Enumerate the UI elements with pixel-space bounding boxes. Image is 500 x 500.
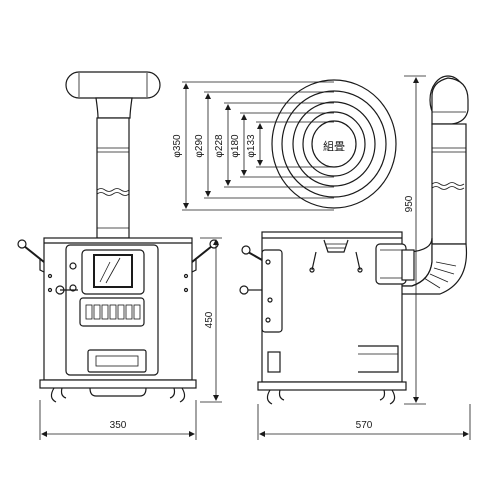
front-view	[17, 71, 219, 403]
ash-drawer	[87, 349, 147, 373]
front-height-label: 450	[204, 311, 215, 328]
chimney-tee	[95, 97, 133, 119]
side-chimney-pipe	[431, 123, 467, 245]
diameter-290: φ290	[194, 134, 205, 158]
diameter-228: φ228	[214, 134, 225, 158]
side-view	[239, 75, 469, 405]
side-height-dim: 950	[404, 75, 426, 405]
right-lever	[191, 245, 213, 263]
left-lever	[23, 245, 45, 263]
chimney-pipe	[96, 117, 130, 239]
diameter-350: φ350	[172, 134, 183, 158]
front-width-label: 350	[110, 420, 127, 431]
side-height-label: 950	[404, 195, 415, 212]
coil-label: 組畳	[323, 140, 345, 153]
coil-view: 組畳 φ350 φ290 φ228 φ180 φ133	[172, 79, 397, 211]
stove-base	[39, 379, 197, 389]
front-height-dim: 450	[200, 237, 222, 403]
viewing-window	[93, 254, 133, 288]
side-width-dim: 570	[257, 404, 471, 440]
front-frame	[65, 244, 159, 376]
diameter-180: φ180	[230, 134, 241, 158]
chimney-cap	[65, 71, 161, 99]
side-width-label: 570	[356, 420, 373, 431]
diameter-133: φ133	[246, 134, 257, 158]
front-width-dim: 350	[39, 400, 197, 440]
